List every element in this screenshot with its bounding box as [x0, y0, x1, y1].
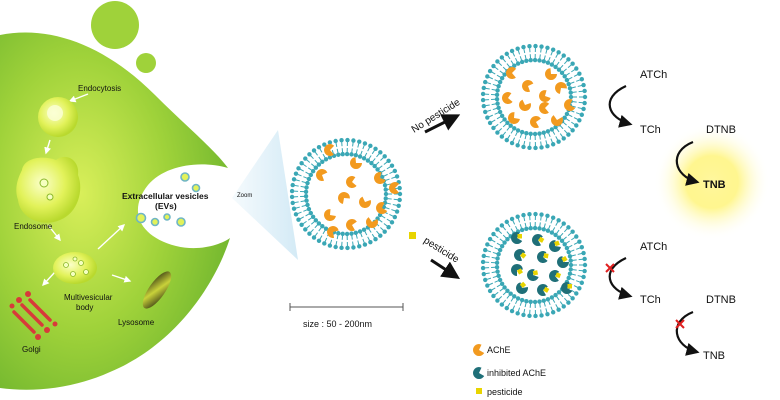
ache-enzyme — [502, 92, 513, 104]
ache-enzyme — [539, 90, 551, 102]
released-evs — [135, 172, 201, 227]
ache-enzyme — [366, 217, 378, 228]
ache-enzyme — [551, 115, 563, 126]
bottom-block-x-1 — [605, 263, 615, 273]
inhibited-ache — [516, 281, 528, 294]
top-arrow-2 — [675, 140, 700, 186]
inhibited-ache — [532, 234, 545, 246]
size-scale-bar — [289, 303, 404, 311]
golgi-label: Golgi — [22, 345, 41, 354]
ache-enzyme — [530, 116, 541, 128]
inhibited-ache — [511, 264, 523, 277]
top-tnb-label: TNB — [703, 179, 726, 191]
ev-label-1: Extracellular vesicles — [122, 191, 209, 201]
inhibited-ache — [561, 282, 573, 294]
size-label: size : 50 - 200nm — [303, 319, 372, 329]
inhibited-ache — [537, 284, 550, 296]
ache-enzyme — [564, 99, 576, 111]
inhibited-ache — [557, 256, 570, 268]
lysosome — [142, 271, 172, 309]
endosome-label: Endosome — [14, 222, 53, 231]
inhibited-ache — [514, 249, 527, 262]
inhibited-ache — [511, 232, 523, 244]
ache-enzyme — [376, 202, 388, 214]
bleb-small — [136, 53, 156, 73]
endocytosis-label: Endocytosis — [78, 84, 121, 93]
pesticide-label: pesticide — [421, 235, 461, 265]
bottom-atch-label: ATCh — [640, 241, 667, 253]
inhibited-ache — [549, 270, 562, 282]
legend-ache-label: AChE — [487, 345, 511, 355]
ev-label-2: (EVs) — [155, 201, 177, 211]
bottom-dtnb-label: DTNB — [706, 294, 736, 306]
golgi — [9, 291, 58, 340]
bottom-block-x-2 — [675, 319, 685, 329]
ache-enzyme — [555, 82, 567, 94]
ache-enzyme — [316, 169, 328, 182]
bottom-tnb-label: TNB — [703, 350, 725, 362]
multivesicular-body — [53, 252, 97, 284]
ache-enzyme — [324, 144, 335, 156]
bottom-arrow-1 — [608, 257, 633, 300]
ache-enzyme — [374, 172, 386, 184]
reaction-bottom: ATCh TCh DTNB TNB — [605, 241, 736, 362]
endocytosis-vesicle — [38, 97, 78, 137]
ache-enzyme — [519, 99, 532, 111]
ache-enzyme — [506, 67, 517, 79]
top-arrow-1 — [608, 85, 633, 128]
bottom-arrow-2 — [675, 310, 700, 356]
ache-enzyme — [389, 182, 400, 194]
ache-enzyme — [324, 209, 336, 221]
legend-pesticide-label: pesticide — [487, 387, 523, 397]
ache-enzyme — [522, 80, 534, 93]
ache-enzyme — [508, 112, 520, 124]
pesticide-square-marker — [409, 232, 416, 239]
top-dtnb-label: DTNB — [706, 124, 736, 136]
ache-enzyme — [327, 226, 339, 238]
ache-enzyme — [338, 192, 350, 204]
multivesicular-label-2: body — [76, 303, 93, 312]
ache-enzyme — [346, 176, 357, 188]
ache-enzyme — [359, 196, 372, 208]
ache-enzyme — [346, 219, 357, 231]
ache-enzyme — [350, 157, 363, 169]
pesticide-arrow — [430, 258, 461, 279]
zoom-cone — [232, 130, 298, 260]
lysosome-label: Lysosome — [118, 318, 155, 327]
legend-inhibited-label: inhibited AChE — [487, 368, 546, 378]
no-pesticide-arrow — [424, 114, 461, 134]
ev-vesicles — [289, 43, 588, 319]
endosome — [16, 156, 81, 223]
multivesicular-label-1: Multivesicular — [64, 293, 113, 302]
inhibited-ache — [549, 240, 561, 252]
inhibited-ache — [527, 269, 539, 281]
bottom-tch-label: TCh — [640, 294, 661, 306]
reaction-top: ATCh TCh DTNB TNB — [608, 69, 736, 191]
top-tch-label: TCh — [640, 124, 661, 136]
zoom-label: Zoom — [237, 193, 252, 199]
inhibited-ache — [537, 251, 549, 263]
legend-pesticide-square — [476, 388, 482, 394]
ev-pesticide — [480, 211, 588, 319]
cell-arrows — [42, 93, 132, 287]
legend-ache-icon — [473, 344, 485, 356]
ache-enzyme — [539, 102, 550, 114]
top-atch-label: ATCh — [640, 69, 667, 81]
legend: AChE inhibited AChE pesticide — [473, 344, 546, 397]
ev-zoomed — [289, 137, 403, 251]
ache-enzyme — [545, 68, 558, 80]
legend-inhibited-icon — [473, 367, 485, 379]
bleb-large — [91, 1, 139, 49]
legend-icons — [473, 344, 485, 379]
ev-no-pesticide — [480, 43, 588, 151]
tnb-glow — [654, 124, 770, 240]
